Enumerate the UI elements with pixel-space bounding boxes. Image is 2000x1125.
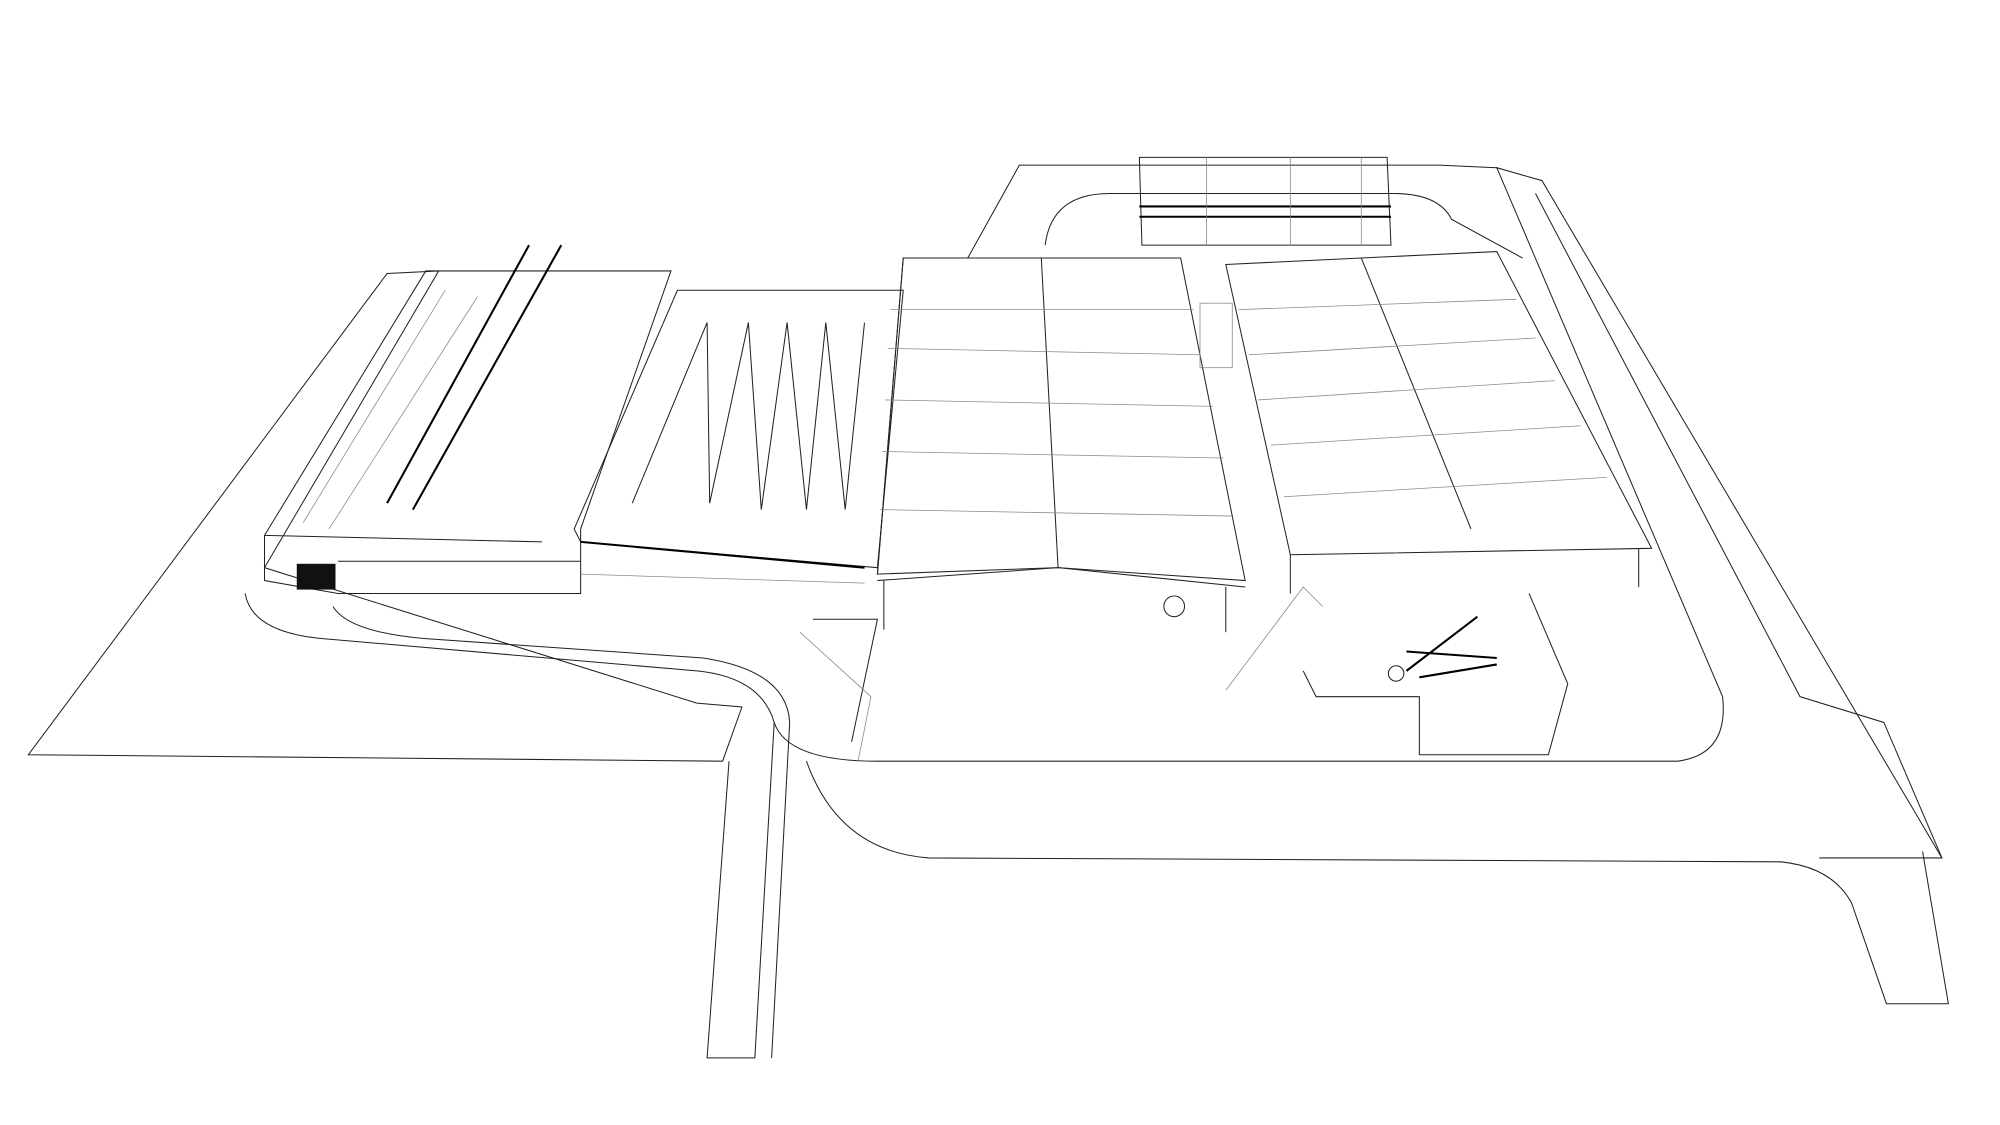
east-hall xyxy=(1199,251,1653,594)
left-warehouse xyxy=(264,244,672,594)
central-hall xyxy=(876,257,1246,633)
site-ground-and-roads xyxy=(27,164,1949,1059)
conveyor-crane xyxy=(1387,615,1497,682)
north-canopy xyxy=(1138,156,1392,246)
open-shed xyxy=(573,289,904,584)
